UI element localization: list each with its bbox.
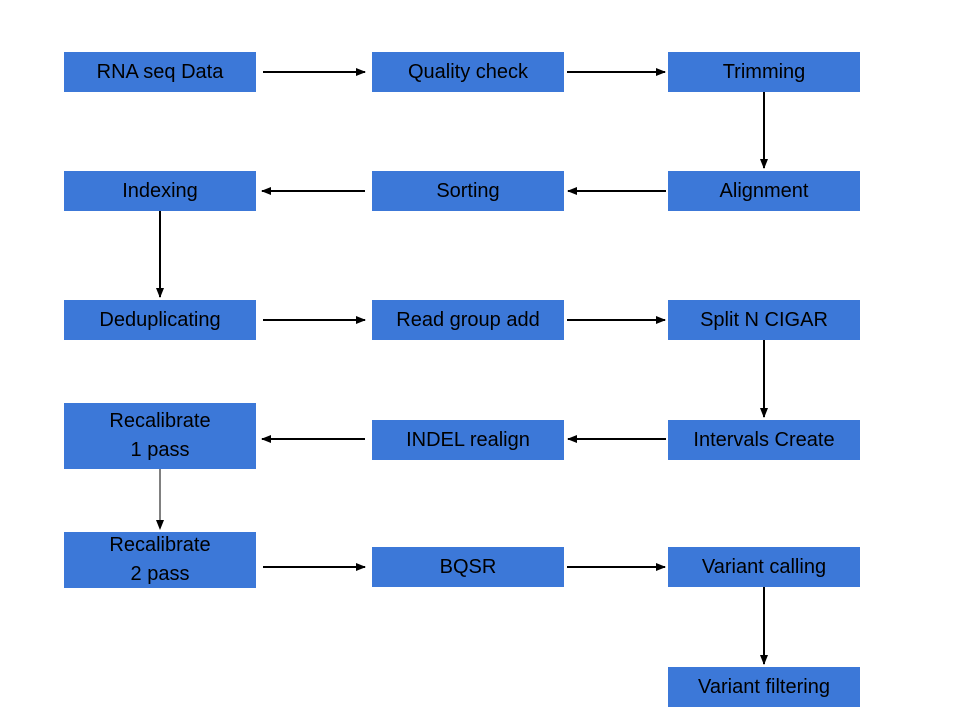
node-rna-seq-data: RNA seq Data (64, 52, 256, 92)
node-variant-filtering: Variant filtering (668, 667, 860, 707)
node-indel-realign: INDEL realign (372, 420, 564, 460)
node-recalibrate-1-pass: Recalibrate 1 pass (64, 403, 256, 469)
node-split-n-cigar: Split N CIGAR (668, 300, 860, 340)
node-variant-calling: Variant calling (668, 547, 860, 587)
node-indexing: Indexing (64, 171, 256, 211)
node-bqsr: BQSR (372, 547, 564, 587)
node-deduplicating: Deduplicating (64, 300, 256, 340)
node-recalibrate-2-pass: Recalibrate 2 pass (64, 532, 256, 588)
node-read-group-add: Read group add (372, 300, 564, 340)
node-sorting: Sorting (372, 171, 564, 211)
node-trimming: Trimming (668, 52, 860, 92)
node-intervals-create: Intervals Create (668, 420, 860, 460)
node-alignment: Alignment (668, 171, 860, 211)
node-quality-check: Quality check (372, 52, 564, 92)
